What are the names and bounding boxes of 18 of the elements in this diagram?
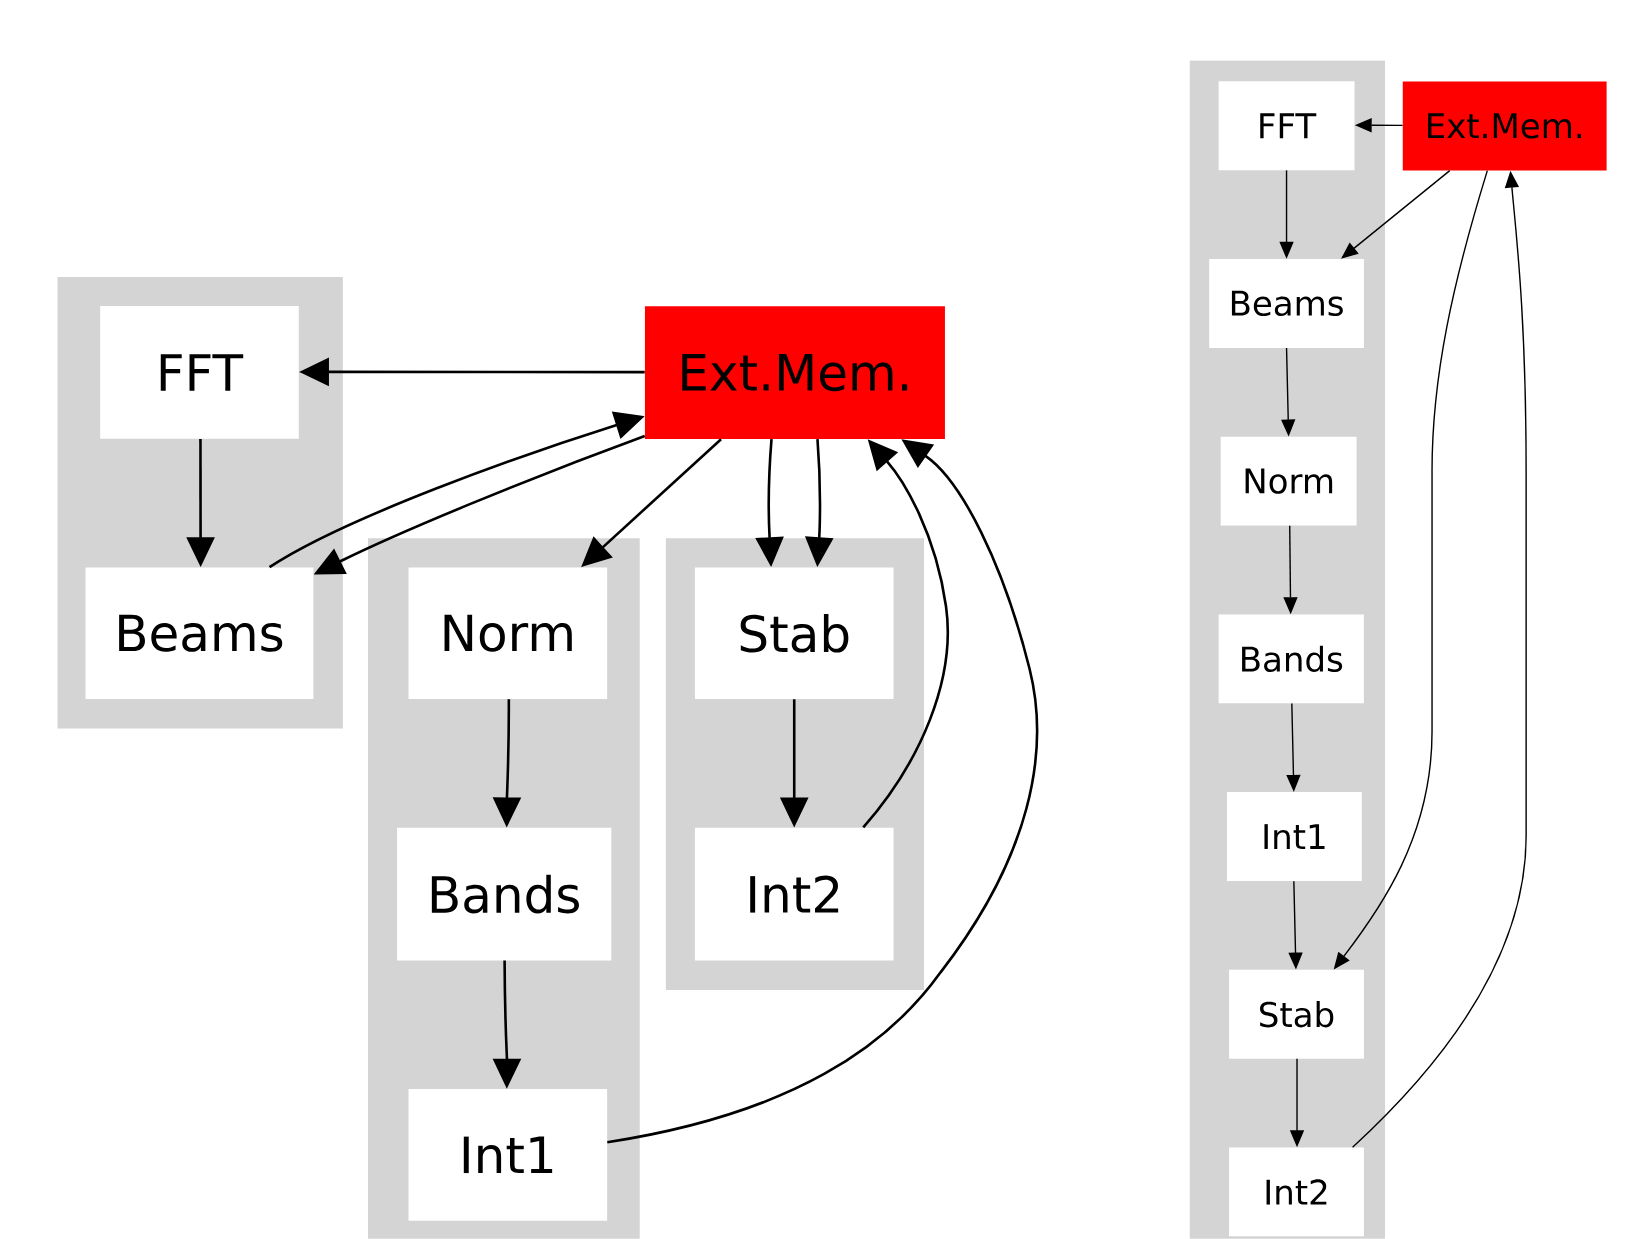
arrow [607,439,1039,1144]
process-box: FFT [1218,81,1355,171]
process-box: Bands [397,827,612,961]
process-box: Stab [694,567,894,700]
process-box: FFT [100,306,299,439]
process-box: Bands [1218,614,1364,704]
process-box: Int1 [1226,792,1362,881]
process-box: Beams [85,567,314,700]
process-box: Beams [1209,259,1364,348]
process-box: Ext.Mem. [1402,81,1607,171]
process-box: Norm [408,567,608,700]
arrow [1341,169,1451,259]
process-box: Int1 [408,1089,608,1221]
process-box: Stab [1229,969,1364,1059]
process-box: Ext.Mem. [644,306,945,439]
process-box: Int2 [1229,1147,1364,1237]
process-box: Int2 [694,827,894,961]
process-box: Norm [1220,436,1357,526]
